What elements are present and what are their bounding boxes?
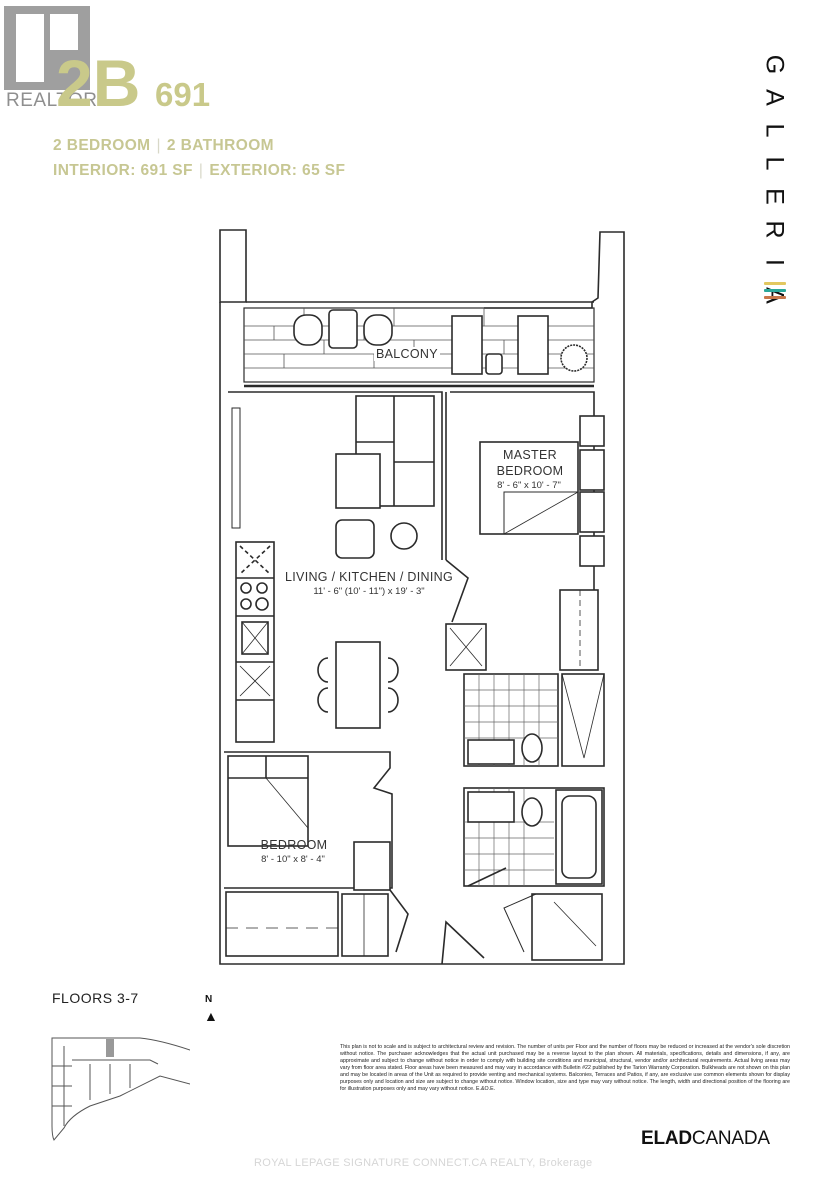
- disclaimer-text: This plan is not to scale and is subject…: [340, 1044, 790, 1092]
- interior-area: INTERIOR: 691 SF: [53, 162, 193, 179]
- galleria-logo: G A L L E R I A: [760, 54, 789, 304]
- master-dims: 8' - 6" x 10' - 7": [497, 480, 561, 491]
- floors-label: FLOORS 3-7: [52, 990, 139, 1006]
- living-label: LIVING / KITCHEN / DINING: [285, 570, 453, 584]
- realtor-logo-icon: [4, 6, 90, 90]
- unit-code: 2B: [56, 46, 141, 120]
- balcony-label: BALCONY: [374, 347, 440, 361]
- key-plan-map: [51, 1037, 190, 1141]
- unit-size: 691: [155, 76, 211, 113]
- exterior-area: EXTERIOR: 65 SF: [209, 162, 346, 179]
- living-dims: 11' - 6" (10' - 11") x 19' - 3": [313, 586, 425, 597]
- galleria-stripes-icon: [764, 282, 786, 303]
- bed-bath-line: 2 BEDROOM|2 BATHROOM: [53, 137, 274, 154]
- bedroom-label: BEDROOM: [260, 838, 328, 852]
- bedrooms: 2 BEDROOM: [53, 137, 151, 154]
- elad-canada-logo: ELADCANADA: [641, 1128, 770, 1149]
- brokerage-watermark: ROYAL LEPAGE SIGNATURE CONNECT.CA REALTY…: [254, 1157, 593, 1169]
- master-label-2: BEDROOM: [496, 464, 564, 478]
- north-label: N: [205, 994, 213, 1005]
- bathrooms: 2 BATHROOM: [166, 137, 274, 154]
- master-label-1: MASTER: [503, 448, 557, 462]
- floor-plan: BALCONY LIVING / KITCHEN / DINING 11' - …: [214, 222, 626, 974]
- floor-plan-drawing: [219, 229, 625, 965]
- north-arrow-icon: ▲: [204, 1008, 218, 1024]
- bedroom-dims: 8' - 10" x 8' - 4": [261, 854, 325, 865]
- realtor-watermark: REALTOR®: [6, 90, 105, 111]
- area-line: INTERIOR: 691 SF|EXTERIOR: 65 SF: [53, 162, 346, 179]
